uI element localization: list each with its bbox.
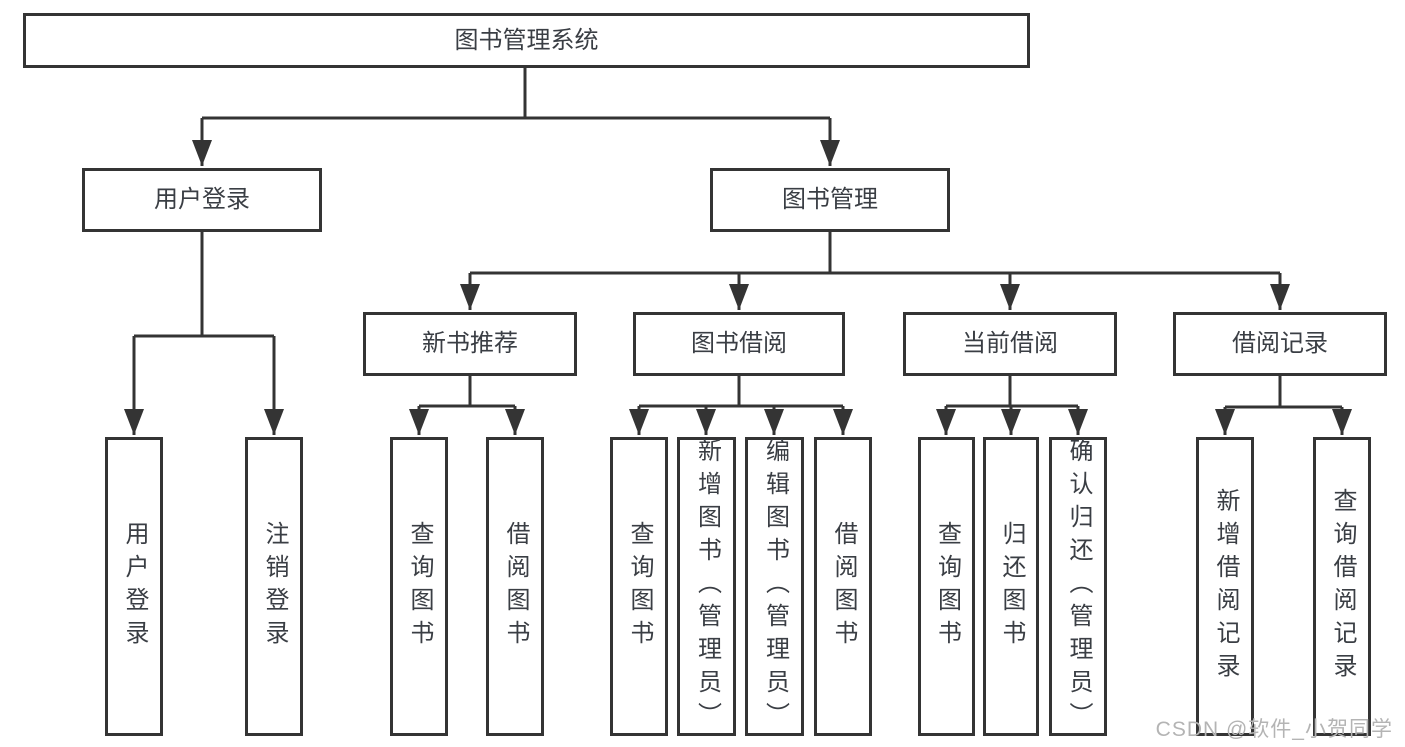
leaf-add-books-admin: 新增图书（管理员） (677, 437, 736, 736)
leaf-query-books-3: 查询图书 (918, 437, 975, 736)
leaf-label: 查询图书 (406, 520, 433, 653)
leaf-logout: 注销登录 (245, 437, 303, 736)
node-borrow-records-label: 借阅记录 (1232, 330, 1328, 357)
leaf-label: 查询图书 (933, 520, 961, 653)
node-book-borrow: 图书借阅 (633, 312, 845, 376)
leaf-label: 注销登录 (261, 520, 288, 653)
leaf-query-borrow-record: 查询借阅记录 (1313, 437, 1371, 736)
leaf-label: 新增图书（管理员） (693, 438, 721, 735)
leaf-label: 查询图书 (626, 520, 653, 653)
node-user-login: 用户登录 (82, 168, 322, 232)
leaf-label: 新增借阅记录 (1212, 487, 1239, 686)
leaf-borrow-books-1: 借阅图书 (486, 437, 544, 736)
node-root-label: 图书管理系统 (454, 26, 599, 54)
leaf-query-books-1: 查询图书 (390, 437, 448, 736)
node-book-borrow-label: 图书借阅 (691, 330, 787, 357)
node-book-management-label: 图书管理 (782, 186, 878, 213)
leaf-user-login: 用户登录 (105, 437, 163, 736)
node-user-login-label: 用户登录 (154, 186, 250, 213)
csdn-watermark: CSDN @软件_小贺同学 (1155, 718, 1393, 741)
leaf-borrow-books-2: 借阅图书 (814, 437, 872, 736)
leaf-label: 确认归还（管理员） (1065, 438, 1092, 735)
leaf-return-books: 归还图书 (983, 437, 1039, 736)
node-current-borrow-label: 当前借阅 (962, 330, 1058, 357)
leaf-add-borrow-record: 新增借阅记录 (1196, 437, 1254, 736)
node-new-book-recommend-label: 新书推荐 (422, 330, 518, 357)
leaf-label: 查询借阅记录 (1329, 487, 1356, 686)
leaf-label: 借阅图书 (502, 520, 529, 653)
node-current-borrow: 当前借阅 (903, 312, 1117, 376)
leaf-label: 用户登录 (121, 520, 148, 653)
leaf-label: 归还图书 (998, 520, 1025, 653)
leaf-label: 借阅图书 (830, 520, 857, 653)
node-borrow-records: 借阅记录 (1173, 312, 1387, 376)
connector-trunks (134, 68, 1342, 409)
leaf-edit-books-admin: 编辑图书（管理员） (745, 437, 804, 736)
node-root: 图书管理系统 (23, 13, 1030, 68)
node-book-management: 图书管理 (710, 168, 950, 232)
leaf-confirm-return-admin: 确认归还（管理员） (1049, 437, 1107, 736)
leaf-label: 编辑图书（管理员） (761, 438, 789, 735)
node-new-book-recommend: 新书推荐 (363, 312, 577, 376)
leaf-query-books-2: 查询图书 (610, 437, 668, 736)
